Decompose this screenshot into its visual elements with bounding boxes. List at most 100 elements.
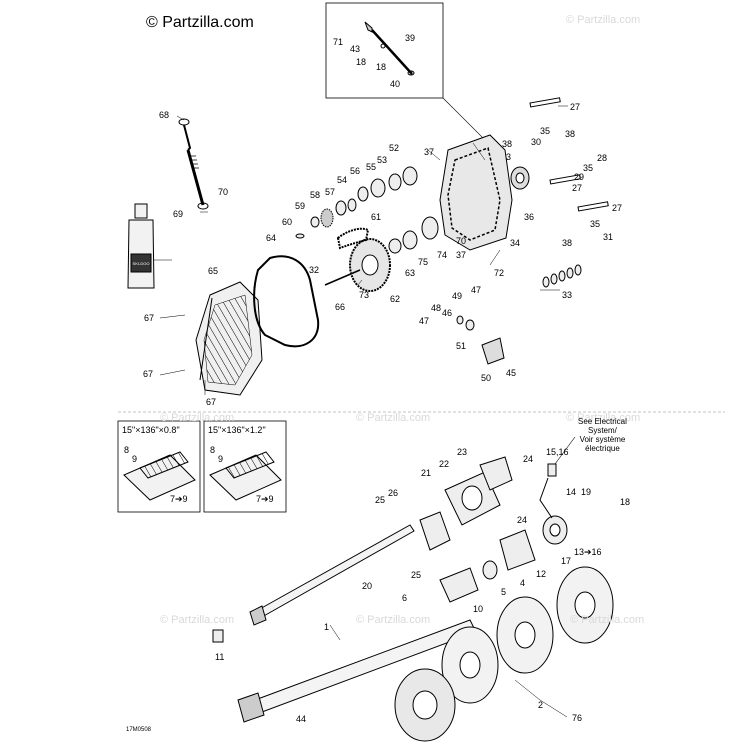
part-label: 76	[572, 713, 583, 723]
part-label: 30	[531, 137, 542, 147]
bolts-27	[529, 97, 609, 212]
watermark: © Partzilla.com	[570, 614, 645, 626]
track-box-right-8: 8	[210, 445, 216, 455]
drive-sprockets	[394, 566, 614, 742]
part-label: 14	[566, 487, 577, 497]
part-label: 35	[583, 163, 594, 173]
part-label: 74	[437, 250, 448, 260]
part-label: 38	[562, 238, 573, 248]
part-label: 40	[390, 79, 401, 89]
part-label: 70	[218, 187, 229, 197]
part-label: 56	[350, 166, 361, 176]
part-label: 6	[402, 593, 408, 603]
part-label: 27	[572, 183, 583, 193]
part-label: 22	[439, 459, 450, 469]
track-box-right-9: 9	[218, 454, 224, 464]
part-label: 10	[473, 604, 484, 614]
part-label: 11	[215, 652, 225, 662]
track-box-right-title: 15"×136"×1.2"	[208, 425, 266, 435]
chaincase-housing	[439, 134, 530, 251]
part-label: 21	[421, 468, 432, 478]
lower-bearings	[388, 216, 439, 254]
part-label: 67	[206, 397, 217, 407]
drive-gear-stack	[295, 198, 357, 239]
dipstick-inset	[364, 21, 415, 76]
part-label: 70	[456, 236, 467, 246]
part-label: 5	[501, 587, 507, 597]
track-box-left-title: 15"×136"×0.8"	[122, 425, 180, 435]
part-label: 13➔16	[574, 547, 602, 557]
part-label: 36	[524, 212, 535, 222]
part-label: 15,16	[546, 447, 569, 457]
track-box-left-7to9: 7➔9	[170, 494, 188, 504]
part-label: 38	[502, 139, 513, 149]
inset-box-dipstick	[325, 2, 444, 99]
part-label: 18	[376, 62, 387, 72]
part-label: 58	[310, 190, 321, 200]
chain-tensioner	[456, 315, 505, 365]
electrical-note-line: Voir système	[579, 435, 626, 444]
electrical-note-line: System/	[588, 426, 617, 435]
part-label: 17	[561, 556, 572, 566]
part-label: 4	[520, 578, 526, 588]
part-label: 34	[510, 238, 521, 248]
part-label: 53	[377, 155, 388, 165]
part-label: 64	[266, 233, 277, 243]
part-label: 67	[143, 369, 154, 379]
part-label: 54	[337, 175, 348, 185]
dipstick	[178, 118, 209, 210]
part-label: 65	[208, 266, 219, 276]
part-label: 37	[424, 147, 435, 157]
copyright-header: © Partzilla.com	[146, 14, 254, 31]
track-box-left-8: 8	[124, 445, 130, 455]
part-label: 50	[481, 373, 492, 383]
part-label: 23	[457, 447, 468, 457]
electrical-note: See Electrical System/ Voir système élec…	[578, 417, 627, 453]
part-label: 27	[612, 203, 623, 213]
part-label: 35	[590, 219, 601, 229]
large-sprocket	[324, 238, 391, 292]
part-label: 45	[506, 368, 517, 378]
part-label: 55	[366, 162, 377, 172]
part-label: 19	[581, 487, 592, 497]
part-label: 51	[456, 341, 467, 351]
part-label: 72	[494, 268, 505, 278]
part-label: 24	[517, 515, 528, 525]
part-label: 59	[295, 201, 306, 211]
part-label: 25	[375, 495, 386, 505]
part-label: 67	[144, 313, 155, 323]
part-label: 12	[536, 569, 547, 579]
part-label: 73	[359, 290, 370, 300]
part-label: 57	[325, 187, 336, 197]
track-box-left	[117, 420, 201, 513]
part-label: 68	[159, 110, 170, 120]
part-label: 60	[282, 217, 293, 227]
bearing-housings	[419, 456, 536, 603]
o-ring	[253, 255, 320, 348]
drawing-id: 17M0508	[126, 727, 152, 733]
part-label: 49	[452, 291, 463, 301]
watermark: © Partzilla.com	[160, 614, 235, 626]
part-label: 39	[405, 33, 416, 43]
track-box-right-7to9: 7➔9	[256, 494, 274, 504]
part-label: 47	[419, 316, 430, 326]
jackshaft	[249, 524, 415, 626]
part-label: 71	[333, 37, 344, 47]
electrical-note-line: électrique	[585, 444, 620, 453]
nuts-33	[542, 264, 582, 288]
svg-text:SKI-DOO: SKI-DOO	[133, 261, 150, 266]
part-label: 28	[597, 153, 608, 163]
part-label: 29	[574, 172, 585, 182]
part-label: 1	[324, 622, 330, 632]
part-label: 52	[389, 143, 400, 153]
track-segment-right	[209, 451, 282, 501]
chaincase-cover	[195, 281, 263, 396]
part-label: 44	[296, 714, 307, 724]
watermark: © Partzilla.com	[566, 14, 641, 26]
part-label: 18	[620, 497, 631, 507]
part-label: 66	[335, 302, 346, 312]
part-label: 18	[356, 57, 367, 67]
part-label: 27	[570, 102, 581, 112]
part-label: 63	[405, 268, 416, 278]
